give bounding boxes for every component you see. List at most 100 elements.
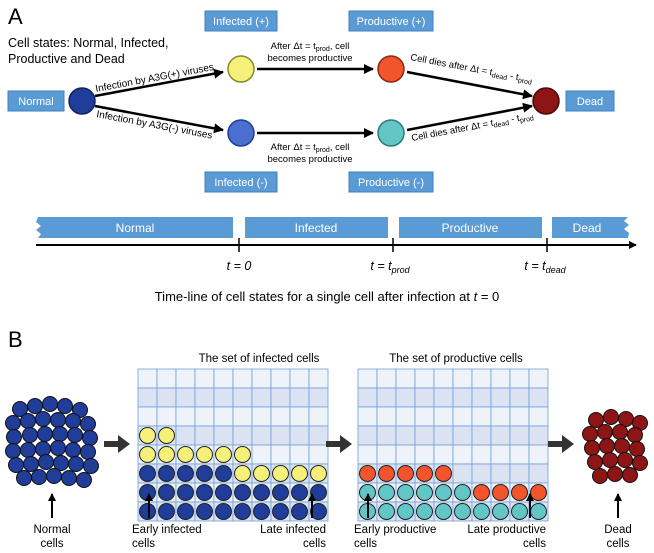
cell-states-line1: Cell states: Normal, Infected, [8, 36, 168, 50]
grid-cell [528, 444, 549, 465]
grid-cell [270, 444, 291, 465]
arrow-normal-to-infected-minus [94, 104, 224, 134]
productive-plus-cell [435, 465, 452, 482]
productive-plus-cell-node [377, 55, 405, 83]
arrow-normal-to-infected-plus [94, 68, 224, 98]
normal-cell [22, 427, 38, 443]
dead-cell [622, 467, 638, 483]
normal-cell [5, 415, 21, 431]
grid-cell [528, 406, 549, 427]
infected-minus-cell [215, 503, 232, 520]
grid-cell [232, 406, 253, 427]
dead-cell [627, 427, 643, 443]
timeline-caption: Time-line of cell states for a single ce… [155, 289, 500, 304]
grid-cell [433, 368, 454, 389]
normal-cell [5, 443, 21, 459]
grid-cell [308, 444, 329, 465]
dead-cell [588, 412, 604, 428]
grid-cell [175, 368, 196, 389]
label-becomes-productive-plus-line2: becomes productive [267, 53, 352, 64]
dead-cell [617, 452, 633, 468]
grid-cell [270, 406, 291, 427]
infected-minus-cell [253, 484, 270, 501]
productive-plus-cell [378, 465, 395, 482]
dead-cell [632, 455, 648, 471]
timeline-productive-label: Productive [442, 221, 499, 235]
productive-minus-cell [378, 503, 395, 520]
grid-cell [270, 425, 291, 446]
grid-cell [414, 368, 435, 389]
grid-cell [194, 425, 215, 446]
panel-a-label: A [8, 4, 23, 29]
productive-plus-cell [359, 465, 376, 482]
label-late-productive-2: cells [523, 538, 546, 550]
grid-cell [395, 387, 416, 408]
productive-cell-grid [357, 368, 549, 522]
label-becomes-productive-minus-line2: becomes productive [267, 154, 352, 165]
grid-cell [471, 425, 492, 446]
productive-plus-cell [397, 465, 414, 482]
arrow-productive-plus-to-dead [406, 70, 533, 100]
productive-minus-cell [435, 484, 452, 501]
panel-b-label: B [8, 327, 23, 352]
infected-plus-cell [139, 446, 156, 463]
dead-cell [599, 438, 615, 454]
grid-cell [528, 387, 549, 408]
normal-cell [38, 454, 54, 470]
label-early-infected-1: Early infected [132, 524, 202, 536]
infected-minus-cell [139, 465, 156, 482]
infected-minus-cell [139, 503, 156, 520]
infected-cell-grid [137, 368, 329, 522]
state-box-dead: Dead [565, 90, 615, 112]
timeline: Normal Infected Productive Dead t = 0 t … [36, 217, 637, 275]
grid-cell [471, 463, 492, 484]
grid-cell [156, 368, 177, 389]
infected-minus-cell [253, 503, 270, 520]
normal-cell [35, 411, 51, 427]
productive-minus-cell [473, 503, 490, 520]
infected-plus-cell [177, 446, 194, 463]
infected-plus-cell-node [227, 55, 255, 83]
grid-cell [433, 387, 454, 408]
infected-minus-cell [234, 503, 251, 520]
normal-cell [50, 440, 66, 456]
normal-cell [6, 429, 22, 445]
grid-cell [433, 425, 454, 446]
productive-minus-cell [416, 503, 433, 520]
label-t0: t = 0 [227, 259, 252, 273]
grid-cell [357, 387, 378, 408]
label-late-infected-2: cells [303, 538, 326, 550]
label-normal-cells-2: cells [40, 538, 63, 550]
grid-cell [194, 368, 215, 389]
grid-cell [308, 406, 329, 427]
timeline-segment-dead: Dead [552, 217, 629, 238]
timeline-segment-productive: Productive [399, 217, 542, 238]
infected-minus-cell [158, 465, 175, 482]
grid-cell [471, 406, 492, 427]
infected-plus-cell [196, 446, 213, 463]
grid-cell [452, 387, 473, 408]
grid-cell [308, 368, 329, 389]
grid-cell [490, 406, 511, 427]
grid-cell [137, 368, 158, 389]
timeline-segment-infected: Infected [245, 217, 388, 238]
grid-cell [452, 406, 473, 427]
grid-cell [251, 387, 272, 408]
cell-states-line2: Productive and Dead [8, 52, 125, 66]
grid-cell [376, 406, 397, 427]
infected-minus-cell [291, 503, 308, 520]
grid-cell [452, 368, 473, 389]
label-dead-cells-1: Dead [604, 524, 632, 536]
normal-cell [61, 470, 77, 486]
infected-minus-cell [196, 503, 213, 520]
label-normal-cells-1: Normal [33, 524, 70, 536]
grid-cell [289, 425, 310, 446]
grid-cell [509, 387, 530, 408]
grid-cell [156, 406, 177, 427]
infected-minus-cell [272, 503, 289, 520]
grid-cell [357, 425, 378, 446]
normal-cell [83, 458, 99, 474]
dead-cell [629, 441, 645, 457]
flow-arrow-normal-to-infected [104, 435, 130, 453]
grid-cell [490, 463, 511, 484]
